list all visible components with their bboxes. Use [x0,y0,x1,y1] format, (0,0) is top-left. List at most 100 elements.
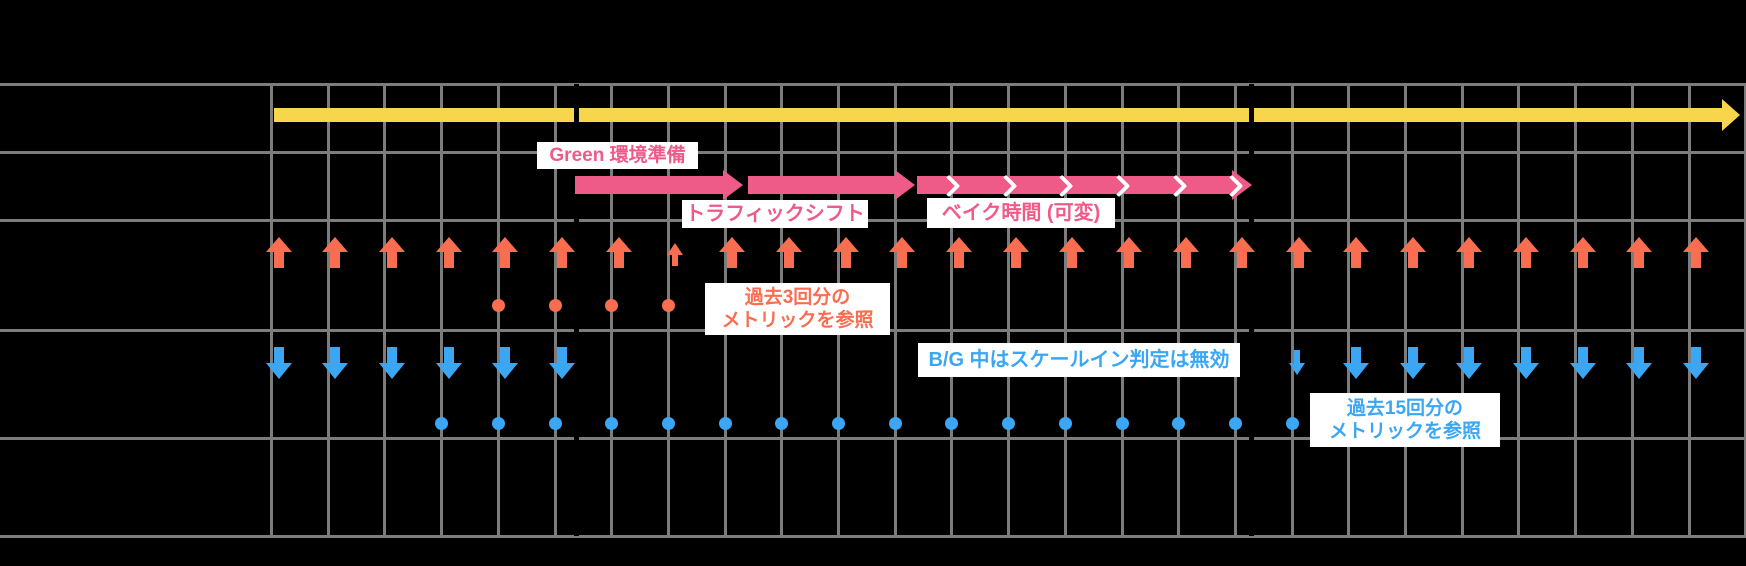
scale-out-arrow-stem [1407,252,1418,268]
grid-column-line [1687,84,1691,536]
scale-in-metric-dot [718,416,732,430]
scale-in-arrow-head [322,363,349,379]
scale-in-metric-dot [548,416,562,430]
scale-out-arrow-stem [1180,252,1191,268]
scale-out-arrow-head [1116,237,1142,252]
bg-period-boundary-line [573,84,579,536]
scale-in-arrow-head [1342,363,1369,379]
grid-row-line [0,218,1746,222]
scale-out-arrow-head [549,237,575,252]
scale-out-arrow-head [775,237,802,252]
scale-in-metric-dot [1002,416,1016,430]
scale-in-arrow-stem [1464,347,1475,363]
scale-out-arrow-head [1002,237,1029,252]
scale-out-arrow-head [1569,237,1596,252]
scale-in-arrow-head [1626,363,1653,379]
scale-out-metrics-line2: メトリックを参照 [721,310,874,331]
green-prep-arrow-head [723,170,743,200]
grid-column-line [1120,84,1124,536]
scale-out-arrow-head [605,237,632,252]
scale-out-arrow-head [1286,237,1313,252]
scale-out-arrow-stem [953,252,964,268]
scale-out-arrow-stem [613,252,624,268]
grid-column-line [1404,84,1407,536]
grid-column-line [893,84,897,536]
scale-out-arrow-stem [1350,252,1361,268]
scale-out-arrow-stem [1124,252,1134,268]
scale-out-arrow-head [1512,237,1539,252]
bg-period-boundary-line [1248,84,1254,536]
scale-in-arrow-stem [273,347,284,363]
scale-out-arrow-stem [1691,252,1701,268]
scale-out-arrow-head [1342,237,1369,252]
scale-out-arrow-stem [443,252,454,268]
scale-in-arrow-stem [1350,347,1361,363]
bake-arrow-bar [917,176,1232,194]
grid-column-line [1460,84,1464,536]
scale-in-metric-dot [888,416,902,430]
scale-in-arrow-head [1456,363,1483,379]
scale-in-metric-dot [1058,416,1072,430]
grid-column-line [1744,84,1746,536]
scale-in-arrow-stem [500,347,511,363]
scale-in-arrow-head [265,363,292,379]
traffic-timeline-arrow-head [1722,99,1740,131]
scale-out-arrow-head [1683,237,1709,252]
scale-out-arrow-head [1059,237,1086,252]
traffic-shift-label-text: トラフィックシフト [685,202,865,225]
scale-in-arrow-stem [386,347,397,363]
scale-out-arrow-head [378,237,405,252]
scale-in-metric-dot [832,416,845,430]
scale-in-metric-dot [1172,416,1186,430]
scale-out-arrow-head [1172,237,1199,252]
scale-out-arrow-head [435,237,462,252]
grid-column-line [1233,84,1237,536]
scale-out-arrow-stem [783,252,794,268]
scale-out-metrics-label: 過去3回分の メトリックを参照 [705,283,890,335]
scale-out-metrics-line1: 過去3回分の [744,286,851,308]
scale-in-metric-dot [1115,416,1129,430]
scale-in-arrow-stem [557,347,567,363]
scale-out-arrow-head [1399,237,1426,252]
scale-in-arrow-head [492,363,519,379]
grid-column-line [1630,84,1634,536]
scale-in-arrow-head [435,363,462,379]
scale-in-metric-dot [435,416,449,430]
grid-column-line [440,84,444,536]
grid-column-line [1517,84,1521,536]
scale-out-arrow-stem [330,252,341,268]
scale-in-metric-dot [491,416,505,430]
scale-in-metric-dot [661,416,675,430]
green-prep-label-text: Green 環境準備 [549,144,686,166]
scale-out-arrow-head [832,237,859,252]
scale-out-metric-dot [548,298,562,312]
grid-column-line [950,84,954,536]
grid-column-line [270,84,273,536]
scale-out-arrow-stem [1634,252,1645,268]
scale-in-arrow-head [378,363,405,379]
scale-out-arrow-stem [1237,252,1248,268]
scale-out-arrow-stem [1067,252,1078,268]
grid-row-line [0,82,1746,86]
scale-in-arrow-head [1569,363,1596,379]
scale-in-arrow-stem [443,347,454,363]
scale-out-metric-dot [661,298,675,312]
scale-in-metric-dot [1285,416,1299,430]
scale-in-arrow-stem [330,347,341,363]
bake-time-label-text: ベイク時間 (可変) [941,201,1101,224]
scale-out-arrow-stem [1464,252,1475,268]
scale-out-arrow-head [945,237,972,252]
scale-out-arrow-stem [500,252,511,268]
scale-in-arrow-stem [1407,347,1418,363]
scale-in-arrow-small-head [1289,363,1306,375]
scale-out-arrow-head [492,237,519,252]
scale-in-metric-dot [1228,416,1242,430]
scale-in-arrow-head [1512,363,1539,379]
scale-in-arrow-stem [1634,347,1645,363]
scale-in-arrow-small-stem [1294,350,1301,363]
scale-out-arrow-stem [557,252,567,268]
scale-in-disabled-label: B/G 中はスケールイン判定は無効 [918,343,1240,377]
scale-out-metric-dot [491,298,505,312]
scale-in-arrow-head [549,363,575,379]
scale-in-metrics-line2: メトリックを参照 [1328,421,1481,442]
